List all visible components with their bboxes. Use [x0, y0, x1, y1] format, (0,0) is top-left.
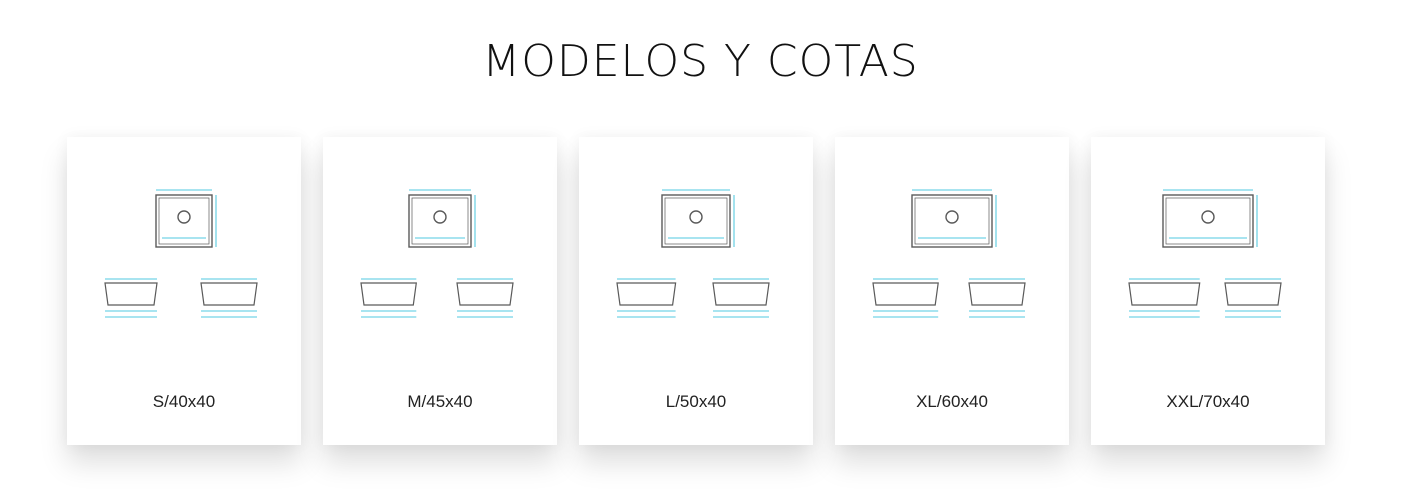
sink-inner-outline [158, 197, 210, 245]
model-card-xxl[interactable]: XXL/70x40 [1091, 137, 1325, 445]
sink-dimension-drawing [872, 189, 1026, 318]
sink-dimension-drawing [616, 189, 770, 318]
section-right-outline [200, 282, 258, 306]
sink-dimension-drawing [1128, 189, 1282, 318]
sink-outline [408, 194, 472, 248]
model-label: XL/60x40 [916, 392, 988, 411]
sink-dimension-drawing [104, 189, 258, 318]
model-label: M/45x40 [407, 392, 473, 411]
section-left-outline [616, 282, 677, 306]
sink-inner-outline [1165, 197, 1251, 245]
model-label: S/40x40 [152, 392, 216, 411]
section-right-outline [456, 282, 514, 306]
section-right-outline [712, 282, 770, 306]
sink-inner-outline [664, 197, 728, 245]
drain-icon [689, 210, 703, 224]
sink-inner-outline [411, 197, 469, 245]
section-right-outline [968, 282, 1026, 306]
drain-icon [1201, 210, 1215, 224]
sink-outline [661, 194, 731, 248]
model-card-l[interactable]: L/50x40 [579, 137, 813, 445]
sink-outline [155, 194, 213, 248]
model-card-xl[interactable]: XL/60x40 [835, 137, 1069, 445]
section-left-outline [1128, 282, 1201, 306]
drain-icon [433, 210, 447, 224]
sink-inner-outline [914, 197, 990, 245]
section-left-outline [104, 282, 158, 306]
drain-icon [177, 210, 191, 224]
model-card-s[interactable]: S/40x40 [67, 137, 301, 445]
page-title: MODELOS Y COTAS [482, 36, 919, 87]
model-label: XXL/70x40 [1166, 392, 1250, 411]
sink-outline [1162, 194, 1254, 248]
section-left-outline [872, 282, 939, 306]
sink-outline [911, 194, 993, 248]
model-card-m[interactable]: M/45x40 [323, 137, 557, 445]
section-right-outline [1224, 282, 1282, 306]
sink-dimension-drawing [360, 189, 514, 318]
section-left-outline [360, 282, 417, 306]
drain-icon [945, 210, 959, 224]
model-label: L/50x40 [665, 392, 727, 411]
